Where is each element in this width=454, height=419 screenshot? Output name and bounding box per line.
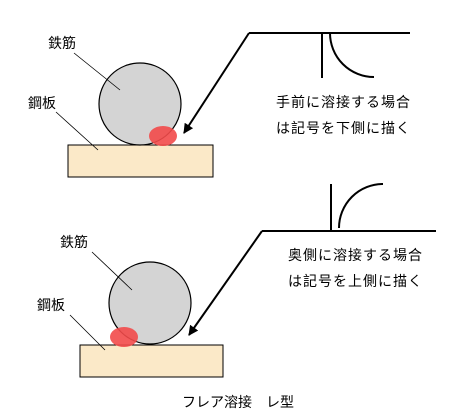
top-weld-bead bbox=[149, 126, 177, 146]
top-symbol-flare-arc bbox=[329, 32, 375, 78]
top-arrow-line bbox=[183, 32, 250, 134]
bottom-plate-label: 鋼板 bbox=[37, 298, 65, 314]
bottom-note-line2: は記号を上側に描く bbox=[288, 274, 423, 290]
bottom-arrow-line bbox=[188, 230, 263, 336]
top-steel-plate bbox=[67, 144, 214, 178]
top-weld-diagram bbox=[55, 32, 410, 178]
bottom-rebar-label: 鉄筋 bbox=[60, 235, 88, 251]
top-rebar-leader bbox=[73, 52, 121, 91]
bottom-weld-diagram bbox=[69, 183, 436, 378]
top-note-line1: 手前に溶接する場合 bbox=[276, 95, 411, 111]
bottom-rebar-circle bbox=[108, 261, 192, 345]
top-rebar-circle bbox=[98, 62, 182, 146]
top-plate-label: 鋼板 bbox=[28, 96, 56, 112]
top-plate-leader bbox=[55, 111, 99, 151]
bottom-symbol-flare-arc bbox=[338, 183, 384, 229]
bottom-rebar-leader bbox=[91, 251, 133, 291]
bottom-note-line1: 奥側に溶接する場合 bbox=[288, 248, 423, 264]
bottom-weld-bead bbox=[110, 327, 138, 347]
top-rebar-label: 鉄筋 bbox=[48, 36, 76, 52]
bottom-steel-plate bbox=[79, 344, 224, 378]
figure-caption: フレア溶接 レ型 bbox=[182, 395, 294, 411]
bottom-plate-leader bbox=[69, 314, 106, 351]
top-note-line2: は記号を下側に描く bbox=[276, 121, 411, 137]
